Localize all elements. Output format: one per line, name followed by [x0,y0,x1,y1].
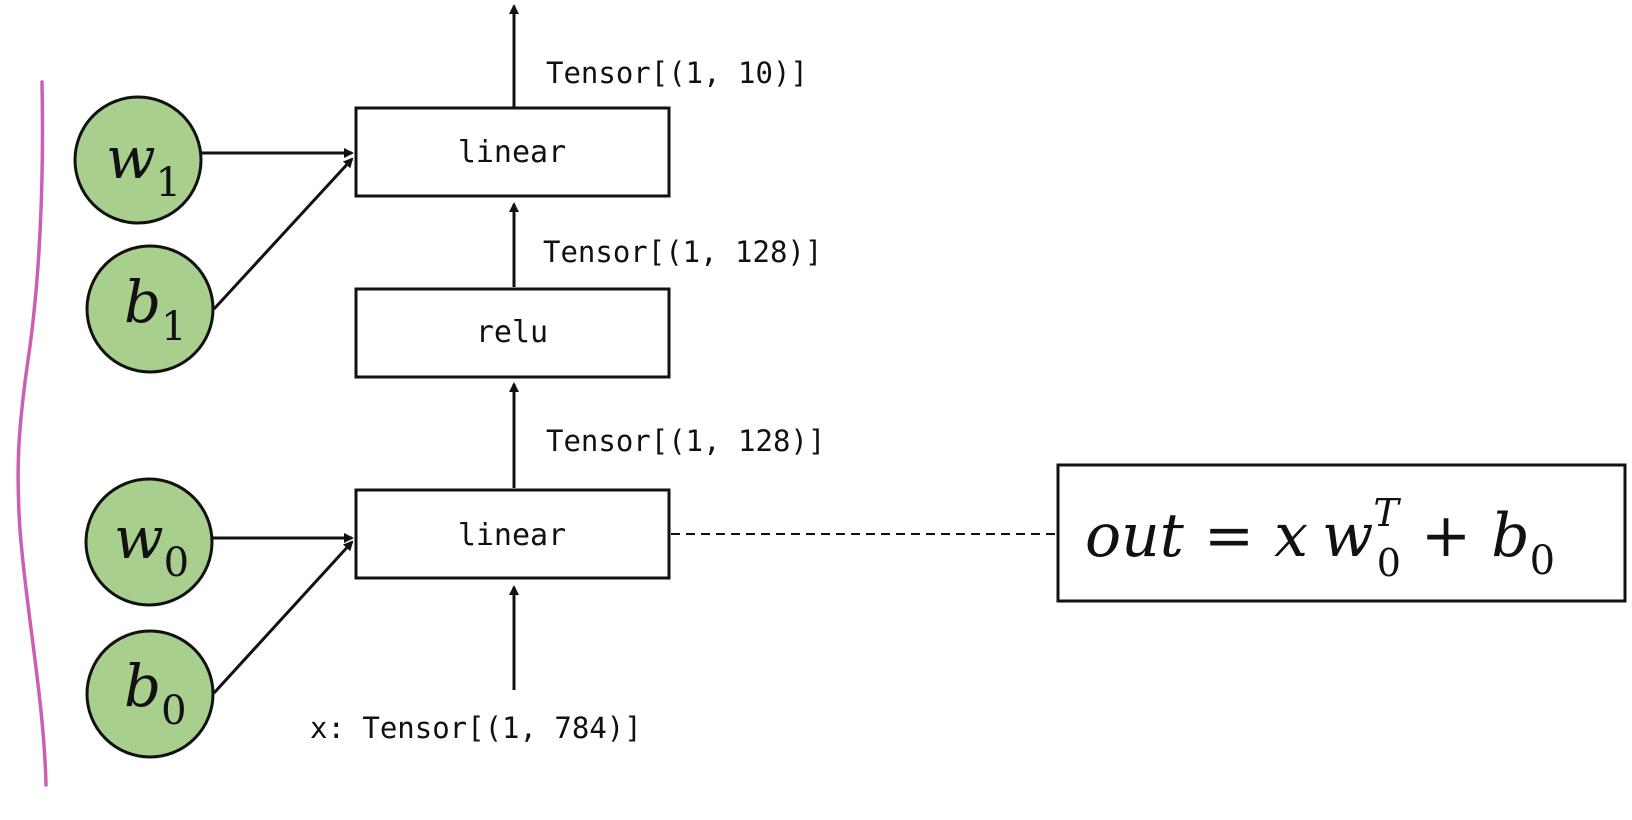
top-linear-op: linear [354,106,671,198]
b1-edge [212,157,354,311]
formula-w-subscript: 0 [1377,541,1401,585]
param-node-w0: w0 [84,477,214,607]
w1-subscript: 1 [156,160,181,206]
formula-lhs: out [1085,501,1185,571]
svg-text:w0: w0 [114,504,189,586]
input-tensor-label: x: Tensor[(1, 784)] [310,711,642,745]
relu-label: relu [476,315,548,350]
bottom-linear-op: linear [354,488,671,580]
relu-op: relu [354,287,671,379]
param-node-b1: b1 [85,244,215,374]
w0-subscript: 0 [164,540,189,586]
formula-w-superscript: T [1373,491,1401,535]
relu-out-tensor-label: Tensor[(1, 128)] [543,235,822,269]
hand-drawn-bracket [16,80,48,787]
b1-subscript: 1 [161,304,186,350]
w1-base: w [106,124,156,192]
svg-text:b1: b1 [124,268,187,350]
b0-edge [212,540,354,695]
formula-x: x [1274,501,1308,571]
formula-w: w [1322,501,1373,571]
param-node-w1: w1 [73,95,203,225]
bottom-linear-label: linear [458,518,566,553]
svg-text:b0: b0 [124,652,187,734]
formula-b-subscript: 0 [1530,538,1555,584]
w0-base: w [114,504,164,572]
b1-base: b [124,268,161,336]
svg-text:w1: w1 [106,124,181,206]
formula-plus: + [1421,501,1471,571]
param-node-b0: b0 [85,629,215,759]
formula-b: b [1491,501,1529,571]
top-linear-label: linear [458,135,566,170]
output-tensor-label: Tensor[(1, 10)] [546,56,808,90]
b0-subscript: 0 [161,688,186,734]
b0-base: b [124,652,161,720]
linear-out-tensor-label: Tensor[(1, 128)] [546,424,825,458]
formula-equals: = [1204,501,1254,571]
